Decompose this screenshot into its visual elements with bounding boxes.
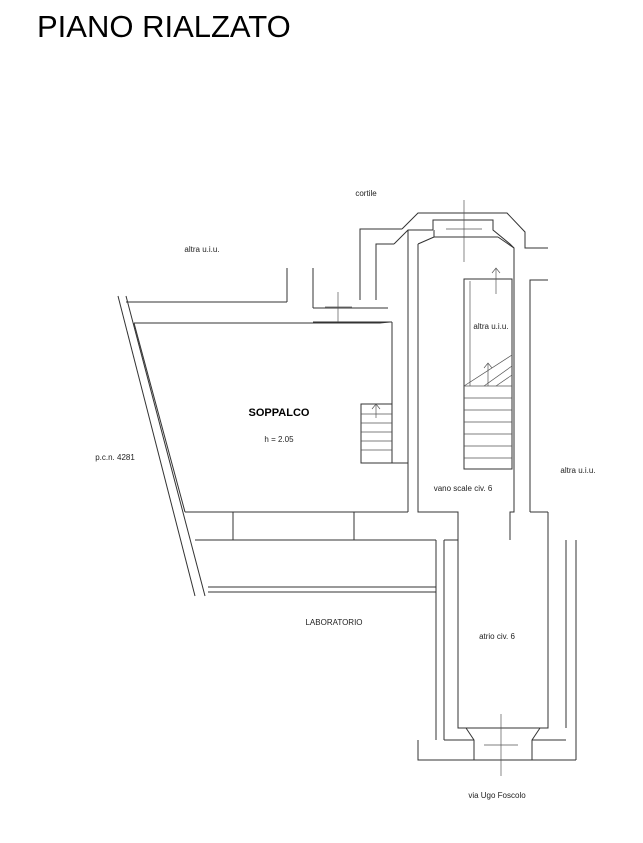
label-cortile: cortile	[355, 189, 377, 198]
top-wall	[126, 268, 314, 308]
atrio-walls	[417, 539, 576, 761]
left-boundary-wall	[117, 295, 206, 597]
label-soppalco-height: h = 2.05	[264, 435, 294, 444]
label-street: via Ugo Foscolo	[468, 791, 526, 800]
label-pcn: p.c.n. 4281	[95, 453, 135, 462]
soppalco-stair	[360, 403, 393, 464]
stairwell	[393, 200, 548, 540]
laboratorio-upper-partition	[185, 511, 436, 593]
label-altra-uiu-stair: altra u.i.u.	[473, 322, 508, 331]
label-vano-scale: vano scale civ. 6	[434, 484, 493, 493]
label-altra-uiu-top: altra u.i.u.	[184, 245, 219, 254]
label-laboratorio: LABORATORIO	[305, 618, 362, 627]
right-wall	[529, 279, 577, 760]
entrance-symbol	[484, 714, 518, 776]
page-title: PIANO RIALZATO	[37, 9, 291, 44]
main-stair-flight	[463, 267, 513, 470]
label-atrio: atrio civ. 6	[479, 632, 515, 641]
courtyard-passage	[313, 228, 402, 323]
label-altra-uiu-right: altra u.i.u.	[560, 466, 595, 475]
label-soppalco: SOPPALCO	[249, 407, 310, 419]
